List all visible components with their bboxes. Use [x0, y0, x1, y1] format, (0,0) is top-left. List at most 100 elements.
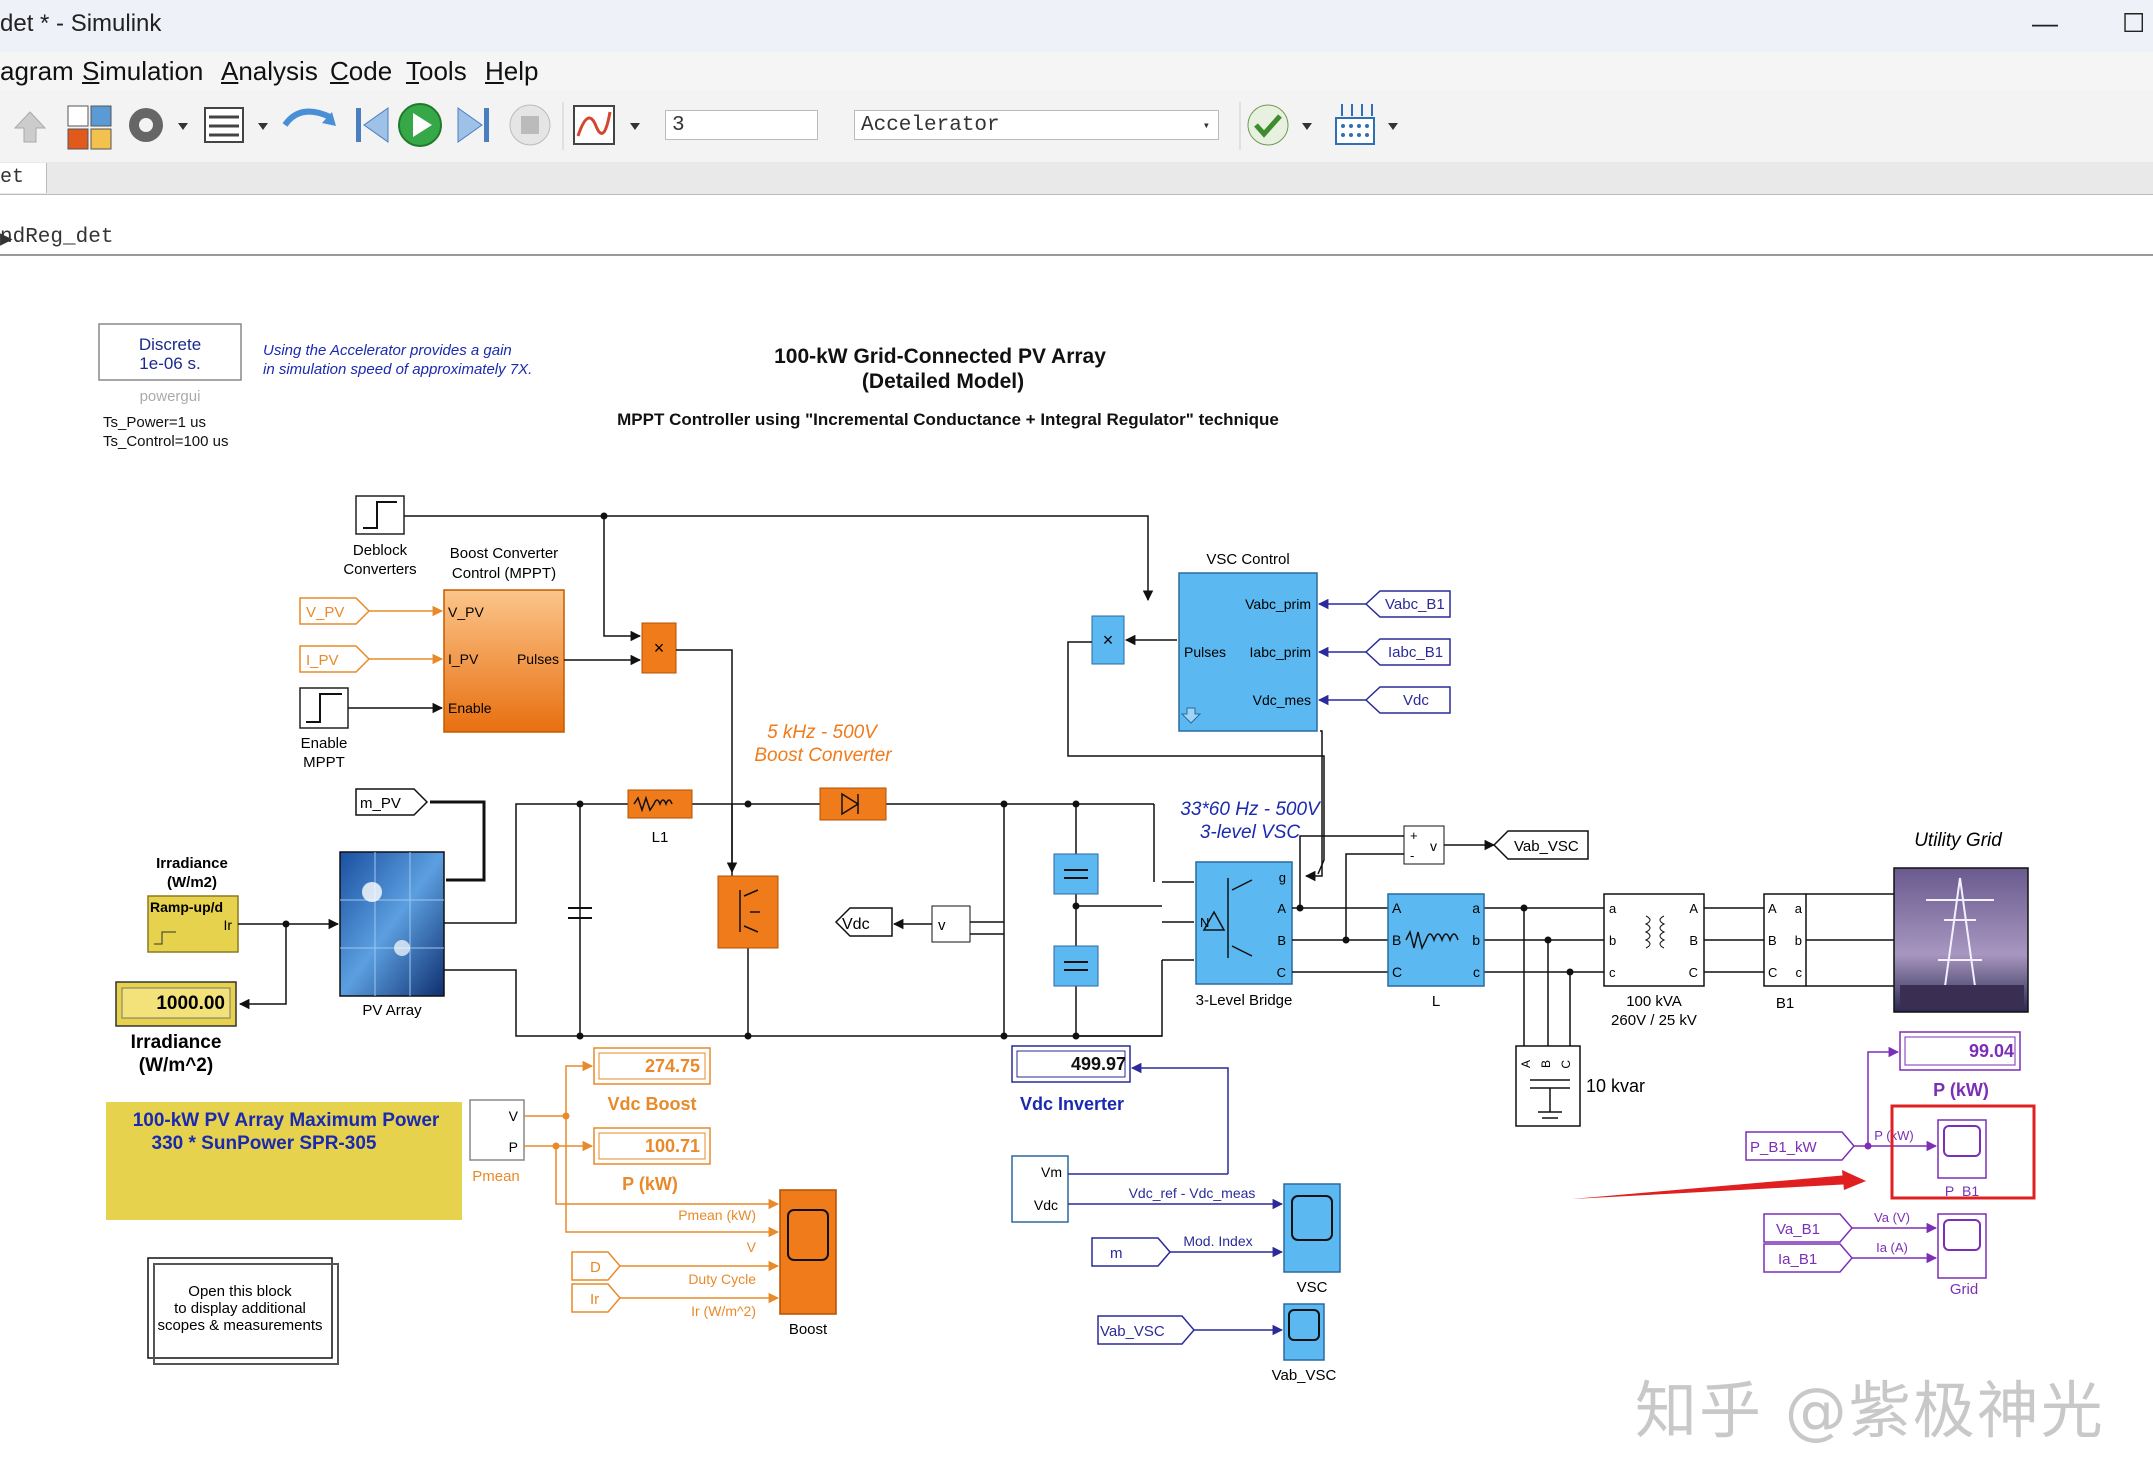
boost-multiplier-block[interactable]: × [641, 622, 677, 674]
vab-plus: + [1410, 828, 1418, 843]
menu-tools[interactable]: Tools [406, 56, 467, 86]
pmean-block[interactable]: V P Pmean [469, 1099, 525, 1185]
irradiance-ramp-block[interactable]: Irradiance (W/m2) Ramp-up/d Ir [147, 855, 239, 953]
from-tag-pb1-kw[interactable]: P_B1_kW [1745, 1131, 1855, 1161]
voltage-measurement-vab[interactable]: +-v [1403, 825, 1445, 865]
from-tag-vabc[interactable]: Vabc_B1 [1364, 590, 1451, 618]
from-tag-vdc-right[interactable]: Vdc [1364, 686, 1451, 714]
port-pulses: Pulses [517, 651, 559, 667]
chevron-down-icon[interactable] [1302, 123, 1312, 130]
chevron-down-icon[interactable] [178, 123, 188, 130]
ac-inductor-l[interactable]: A B C a b c L [1387, 893, 1485, 1010]
from-tag-d[interactable]: D [571, 1251, 621, 1281]
xf-C: C [1689, 965, 1698, 980]
pb1-scope-block[interactable]: P_B1 [1937, 1119, 1987, 1199]
pv-note-1: 100-kW PV Array Maximum Power [133, 1110, 440, 1131]
tag-vpv-text: V_PV [306, 604, 344, 621]
chevron-down-icon: ▾ [1202, 119, 1210, 133]
menu-help[interactable]: Help [485, 56, 539, 86]
voltage-measurement-boost[interactable]: v [931, 905, 971, 943]
goto-tag-vpv[interactable]: V_PV [299, 597, 371, 625]
boost-ctrl-title-2: Control (MPPT) [452, 565, 556, 582]
vsc-measurement-selector[interactable]: Vm Vdc [1011, 1155, 1069, 1223]
stop-time-input[interactable]: 3 [665, 110, 818, 140]
stop-icon[interactable] [509, 104, 551, 146]
from-tag-va-b1[interactable]: Va_B1 [1763, 1213, 1853, 1243]
port-vsc-pulses: Pulses [1184, 644, 1226, 660]
inductor-l1[interactable]: L1 [627, 789, 693, 846]
step-forward-icon[interactable] [457, 107, 489, 143]
chevron-down-icon[interactable] [258, 123, 268, 130]
grid-scope-block[interactable]: Grid [1937, 1213, 1987, 1298]
model-advisor-icon[interactable] [1247, 104, 1289, 146]
boost-diode[interactable] [819, 787, 887, 821]
goto-tag-vab-vsc[interactable]: Vab_VSC [1492, 830, 1589, 860]
dc-link-capacitor-top[interactable] [1053, 853, 1099, 895]
from-tag-iabc[interactable]: Iabc_B1 [1364, 638, 1451, 666]
diagram-title: 100-kW Grid-Connected PV Array [774, 345, 1106, 368]
goto-tag-ipv[interactable]: I_PV [299, 645, 371, 673]
minimize-button[interactable]: — [2032, 8, 2058, 38]
b1-label: B1 [1776, 995, 1794, 1012]
irr-value: 1000.00 [156, 993, 225, 1014]
transformer-block[interactable]: a b c A B C 100 kVA 260V / 25 kV [1603, 893, 1705, 1029]
deblock-step-block[interactable]: Deblock Converters [343, 495, 417, 578]
from-tag-ia-b1[interactable]: Ia_B1 [1763, 1243, 1853, 1273]
menu-diagram[interactable]: agram [0, 56, 74, 86]
bridge-a: A [1277, 901, 1286, 916]
xf-A: A [1689, 901, 1698, 916]
step-back-icon[interactable] [356, 107, 389, 143]
utility-grid-block[interactable]: Utility Grid [1893, 830, 2029, 1013]
maximize-button[interactable]: ☐ [2122, 8, 2146, 38]
grid-scope-s1: Va (V) [1874, 1210, 1910, 1225]
menu-simulation[interactable]: Simulation [82, 56, 204, 86]
model-browser-icon[interactable] [67, 105, 112, 150]
record-icon[interactable] [573, 105, 615, 145]
irr-ramp-label: Ramp-up/d [150, 899, 223, 915]
chevron-down-icon[interactable] [1388, 123, 1398, 130]
l-b1: B [1392, 932, 1401, 948]
tab-model[interactable]: et [0, 163, 47, 193]
pb1-scope-label: P_B1 [1945, 1183, 1979, 1199]
vdc-inverter-display: 499.97 Vdc Inverter [1011, 1045, 1131, 1114]
dc-link-capacitor-bottom[interactable] [1053, 945, 1099, 987]
vsc-control-block[interactable]: VSC Control Vabc_prim Iabc_prim Vdc_mes … [1178, 551, 1318, 732]
vsc-scope-block[interactable]: VSC [1283, 1183, 1341, 1296]
enable-mppt-label-2: MPPT [303, 754, 345, 771]
vsc-multiplier-block[interactable]: × [1091, 615, 1125, 665]
three-level-bridge-block[interactable]: g A B C N 3-Level Bridge [1195, 861, 1293, 1009]
boost-scope-block[interactable]: Pmean (kW) V Duty Cycle Ir (W/m^2) Boost [678, 1189, 837, 1338]
boost-igbt-switch[interactable] [717, 875, 779, 949]
build-icon[interactable] [1335, 104, 1375, 145]
simulation-mode-select[interactable]: Accelerator ▾ [854, 110, 1219, 140]
pv-array-block[interactable]: PV Array [339, 851, 445, 1019]
menu-analysis[interactable]: Analysis [221, 56, 318, 86]
irradiance-display: 1000.00 Irradiance (W/m^2) [115, 981, 237, 1076]
from-tag-vdc-left[interactable]: Vdc [834, 907, 893, 937]
goto-tag-mpv[interactable]: m_PV [355, 788, 429, 816]
cap-bank-label: 10 kvar [1586, 1076, 1645, 1096]
model-canvas[interactable]: Discrete 1e-06 s. powergui Using the Acc… [0, 256, 2153, 1482]
from-tag-ir[interactable]: Ir [571, 1283, 621, 1313]
enable-mppt-step-block[interactable]: Enable MPPT [299, 687, 349, 771]
input-capacitor[interactable] [568, 907, 592, 919]
run-icon[interactable] [398, 103, 442, 147]
from-tag-m[interactable]: m [1091, 1237, 1171, 1267]
vab-vsc-scope-block[interactable]: Vab_VSC [1272, 1303, 1337, 1384]
from-tag-vab-vsc[interactable]: Vab_VSC [1097, 1315, 1195, 1345]
chevron-down-icon[interactable] [630, 123, 640, 130]
powergui-block[interactable]: Discrete 1e-06 s. powergui [98, 323, 242, 405]
boost-mppt-control-block[interactable]: Boost Converter Control (MPPT) V_PV I_PV… [443, 545, 565, 733]
deblock-label: Deblock [353, 542, 408, 559]
open-measurements-subsystem[interactable]: Open this block to display additional sc… [147, 1257, 339, 1365]
gear-icon[interactable] [129, 108, 163, 142]
bridge-label: 3-Level Bridge [1196, 992, 1293, 1009]
up-arrow-icon[interactable] [13, 111, 47, 143]
library-browser-icon[interactable] [204, 107, 244, 143]
menu-code[interactable]: Code [330, 56, 393, 86]
watermark: 知乎 @紫极神光 [1635, 1374, 2105, 1447]
b1-A: A [1768, 901, 1777, 916]
capacitor-bank-10kvar[interactable]: A B C 10 kvar [1515, 1045, 1645, 1127]
update-diagram-icon[interactable] [282, 108, 336, 127]
bus-b1-measurement[interactable]: A B C a b c B1 [1763, 893, 1807, 1012]
